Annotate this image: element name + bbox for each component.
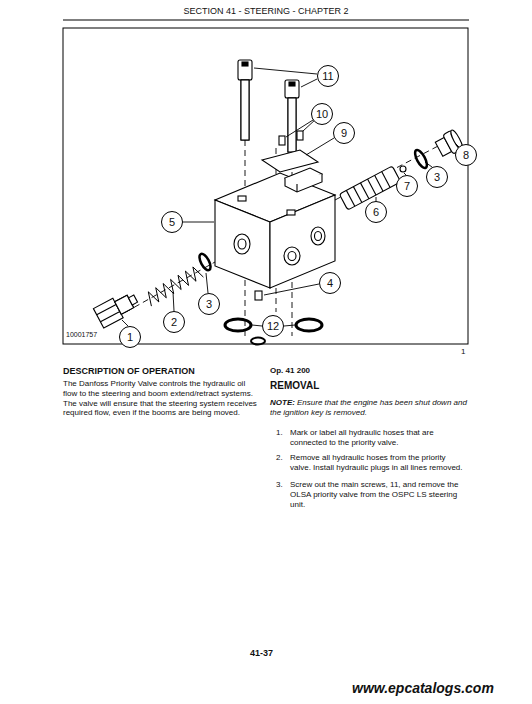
callout-number: 6 bbox=[373, 206, 379, 218]
header-rule bbox=[63, 19, 469, 20]
figure-id: 10001757 bbox=[66, 331, 97, 340]
step-number: 1. bbox=[276, 428, 283, 438]
callout-number: 2 bbox=[171, 316, 177, 328]
callout-number: 9 bbox=[333, 122, 355, 144]
orifice bbox=[255, 291, 262, 300]
valve-body bbox=[215, 168, 335, 288]
callout-number: 4 bbox=[319, 272, 341, 294]
o-ring bbox=[225, 319, 322, 345]
callout-number: 8 bbox=[455, 144, 477, 166]
callout-number: 10 bbox=[311, 103, 333, 125]
axis-line bbox=[108, 140, 440, 336]
o-ring bbox=[197, 252, 213, 272]
step-number: 3. bbox=[276, 480, 283, 490]
step-text: Mark or label all hydraulic hoses that a… bbox=[290, 428, 468, 448]
bolt bbox=[285, 80, 299, 152]
callout-number: 12 bbox=[262, 315, 284, 337]
callout-number: 5 bbox=[161, 211, 183, 233]
callout-number: 12 bbox=[267, 320, 279, 332]
page-number: 41-37 bbox=[250, 648, 273, 659]
callout-number: 1 bbox=[127, 331, 133, 343]
callout-number: 9 bbox=[341, 127, 347, 139]
callout-number: 3 bbox=[198, 293, 220, 315]
callout-number: 7 bbox=[396, 175, 418, 197]
step-text: Screw out the main screws, 11, and remov… bbox=[290, 480, 468, 509]
page-header: SECTION 41 - STEERING - CHAPTER 2 bbox=[0, 6, 532, 17]
callout-number: 8 bbox=[463, 149, 469, 161]
callout-number: 5 bbox=[169, 216, 175, 228]
section-heading: DESCRIPTION OF OPERATION bbox=[63, 366, 263, 377]
plug bbox=[93, 289, 140, 328]
step-text: Remove all hydraulic hoses from the prio… bbox=[290, 453, 468, 473]
callout-number: 2 bbox=[163, 311, 185, 333]
callout-number: 3 bbox=[426, 166, 448, 188]
step-number: 2. bbox=[276, 453, 283, 463]
operation-number: Op. 41 200 bbox=[270, 366, 310, 376]
callout-number: 7 bbox=[404, 180, 410, 192]
sleeve bbox=[279, 131, 303, 145]
section-heading: REMOVAL bbox=[270, 380, 319, 392]
callout-number: 10 bbox=[316, 108, 328, 120]
bolt bbox=[238, 60, 252, 140]
leader-line bbox=[122, 68, 459, 326]
note-text: Ensure that the engine has been shut dow… bbox=[270, 398, 468, 418]
callout-number: 3 bbox=[206, 298, 212, 310]
body-text: The Danfoss Priority Valve controls the … bbox=[63, 379, 261, 418]
callout-number: 11 bbox=[322, 70, 333, 82]
spring bbox=[148, 267, 203, 306]
figure-frame bbox=[63, 28, 468, 344]
watermark: www.epcatalogs.com bbox=[352, 680, 494, 697]
ball bbox=[400, 166, 406, 172]
callout-number: 4 bbox=[327, 277, 333, 289]
figure-number: 1 bbox=[461, 347, 465, 357]
note-label: NOTE: bbox=[270, 398, 295, 408]
callout-number: 11 bbox=[317, 65, 339, 87]
callout-number: 3 bbox=[434, 171, 440, 183]
callout-number: 1 bbox=[119, 326, 141, 348]
callout-number: 6 bbox=[365, 201, 387, 223]
o-ring bbox=[413, 148, 429, 169]
